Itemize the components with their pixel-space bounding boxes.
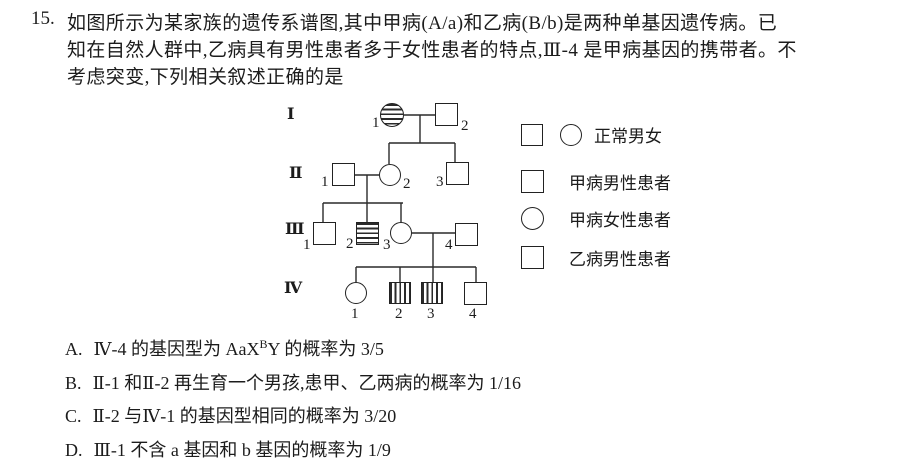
affected-B-male-square-icon	[521, 246, 544, 269]
person-I-1-affected-A-female	[380, 103, 404, 127]
person-III-4-normal-male	[455, 223, 478, 246]
option-A-text: Ⅳ-4 的基因型为 AaX	[93, 339, 260, 359]
legend-label-affected-A-male: 甲病男性患者	[569, 174, 671, 193]
person-II-3-normal-male	[446, 162, 469, 185]
person-III-1-number: 1	[303, 237, 311, 253]
legend-row-affected-A-male: 甲病男性患者	[521, 169, 671, 194]
generation-label-4: Ⅳ	[284, 280, 303, 297]
legend-label-normal: 正常男女	[594, 127, 662, 146]
person-I-2-normal-male	[435, 103, 458, 126]
option-B: B. Ⅱ-1 和Ⅱ-2 再生育一个男孩,患甲、乙两病的概率为 1/16	[65, 369, 521, 395]
generation-label-1: Ⅰ	[287, 106, 295, 123]
legend-row-normal: 正常男女	[521, 122, 662, 147]
option-D-text: Ⅲ-1 不含 a 基因和 b 基因的概率为 1/9	[93, 440, 391, 460]
person-IV-1-normal-female	[345, 282, 367, 304]
person-IV-2-affected-B-male	[389, 282, 411, 304]
person-IV-3-number: 3	[427, 306, 435, 322]
option-A-text-tail: Y 的概率为 3/5	[267, 339, 384, 359]
person-II-2-number: 2	[403, 176, 411, 192]
option-C-label: C.	[65, 406, 82, 426]
option-A-label: A.	[65, 339, 83, 359]
option-C-text: Ⅱ-2 与Ⅳ-1 的基因型相同的概率为 3/20	[92, 406, 397, 426]
person-III-3-normal-female	[390, 222, 412, 244]
affected-A-male-square-icon	[521, 170, 544, 193]
option-A: A. Ⅳ-4 的基因型为 AaXBY 的概率为 3/5	[65, 335, 384, 361]
affected-A-female-circle-icon	[521, 207, 544, 230]
option-C: C. Ⅱ-2 与Ⅳ-1 的基因型相同的概率为 3/20	[65, 402, 396, 428]
legend-row-affected-A-female: 甲病女性患者	[521, 206, 671, 231]
question-number: 15.	[31, 8, 55, 29]
person-I-1-number: 1	[372, 115, 380, 131]
legend-row-affected-B-male: 乙病男性患者	[521, 245, 671, 270]
person-III-2-affected-A-male	[356, 222, 379, 245]
pedigree-diagram: Ⅰ Ⅱ Ⅲ Ⅳ 1 2 1 2 3 1 2 3 4 1 2 3 4	[283, 95, 498, 330]
pedigree-connection-lines	[322, 114, 477, 282]
question-text-line-3: 考虑突变,下列相关叙述正确的是	[67, 67, 344, 88]
person-III-4-number: 4	[445, 237, 453, 253]
pedigree-legend: 正常男女 甲病男性患者 甲病女性患者 乙病男性患者	[515, 95, 715, 290]
option-D: D. Ⅲ-1 不含 a 基因和 b 基因的概率为 1/9	[65, 436, 391, 462]
person-IV-4-number: 4	[469, 306, 477, 322]
person-II-1-number: 1	[321, 174, 329, 190]
person-IV-2-number: 2	[395, 306, 403, 322]
normal-male-square-icon	[521, 123, 543, 146]
person-IV-3-affected-B-male	[421, 282, 443, 304]
question-text-line-1: 如图所示为某家族的遗传系谱图,其中甲病(A/a)和乙病(B/b)是两种单基因遗传…	[67, 13, 778, 34]
option-D-label: D.	[65, 440, 83, 460]
option-B-text: Ⅱ-1 和Ⅱ-2 再生育一个男孩,患甲、乙两病的概率为 1/16	[92, 373, 521, 393]
person-III-2-number: 2	[346, 236, 354, 252]
legend-label-affected-B-male: 乙病男性患者	[569, 250, 671, 269]
person-III-1-normal-male	[313, 222, 336, 245]
option-A-superscript: B	[259, 337, 268, 351]
normal-female-circle-icon	[560, 123, 582, 146]
option-B-label: B.	[65, 373, 82, 393]
person-II-3-number: 3	[436, 174, 444, 190]
question-text-line-2: 知在自然人群中,乙病具有男性患者多于女性患者的特点,Ⅲ-4 是甲病基因的携带者。…	[67, 40, 797, 61]
person-II-1-normal-male	[332, 163, 355, 186]
legend-label-affected-A-female: 甲病女性患者	[569, 211, 671, 230]
person-IV-4-normal-male	[464, 282, 487, 305]
person-III-3-number: 3	[383, 237, 391, 253]
generation-label-2: Ⅱ	[289, 165, 303, 182]
person-II-2-normal-female	[379, 164, 401, 186]
person-IV-1-number: 1	[351, 306, 359, 322]
generation-label-3: Ⅲ	[285, 221, 305, 238]
person-I-2-number: 2	[461, 118, 469, 134]
